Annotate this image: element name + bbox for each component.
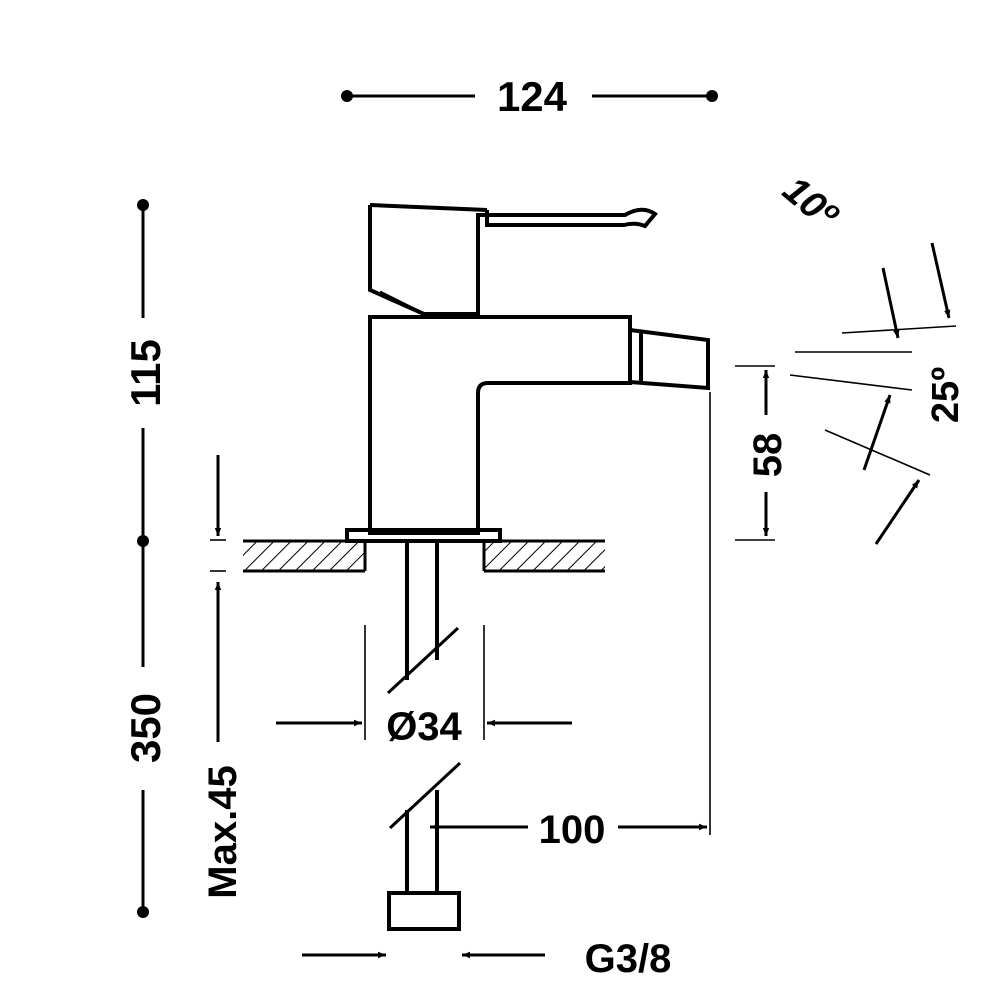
reach-label: 100: [539, 808, 606, 852]
lower-height-label: 350: [122, 693, 169, 763]
tilt-angle-label: 10º: [775, 169, 847, 239]
connection-thread-label: G3/8: [585, 937, 672, 981]
height-dimension: 115 350: [122, 199, 169, 918]
supply-hose: [386, 541, 462, 931]
countertop-section: [243, 539, 605, 573]
connection-dimension: G3/8: [302, 937, 671, 981]
lever-handle: [368, 205, 658, 316]
base-flange: [345, 528, 502, 543]
spout-height-label: 58: [746, 433, 790, 478]
swivel-angle-dimension: 25º: [789, 367, 967, 545]
swivel-angle-label: 25º: [925, 367, 967, 423]
hole-diameter-dimension: Ø34: [276, 625, 572, 749]
reach-dimension: 100: [430, 392, 711, 852]
deck-thickness-label: Max.45: [201, 765, 245, 898]
spray-nozzle: [629, 328, 710, 391]
upper-height-label: 115: [122, 339, 169, 407]
width-label: 124: [497, 73, 568, 120]
spout-height-dimension: 58: [735, 365, 790, 541]
width-dimension: 124: [341, 73, 718, 120]
mixer-body: [368, 315, 632, 535]
deck-thickness-dimension: Max.45: [201, 455, 245, 899]
tilt-angle-dimension: 10º: [775, 169, 957, 353]
faucet-body: [345, 203, 710, 543]
connection-fitting: [387, 891, 461, 931]
hole-diameter-label: Ø34: [386, 705, 462, 749]
